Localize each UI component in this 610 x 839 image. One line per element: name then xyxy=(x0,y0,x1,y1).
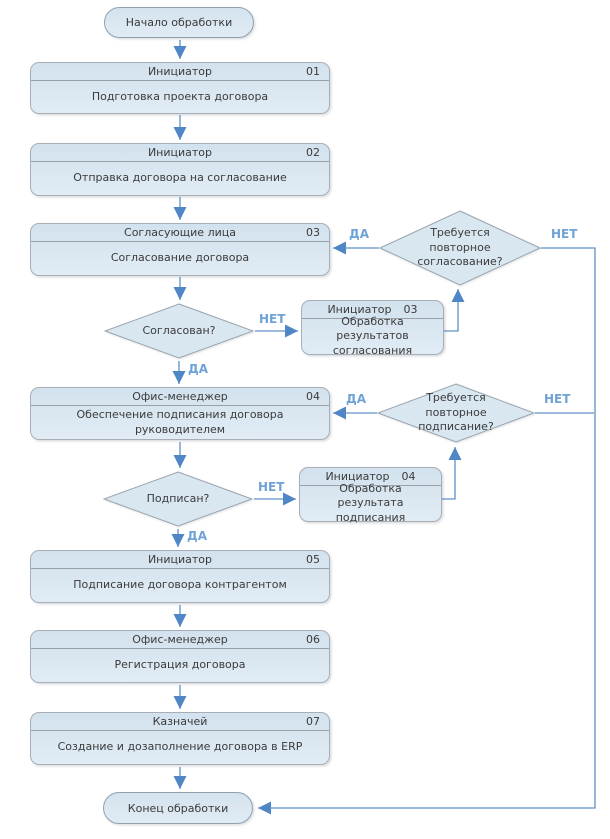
task-05-action: Подписание договора контрагентом xyxy=(73,578,287,592)
task-04-role: Офис-менеджер xyxy=(132,390,228,403)
edge-rework-signing-to-resigning xyxy=(442,447,462,500)
task-02: Инициатор 02 Отправка договора на соглас… xyxy=(30,143,330,196)
task-05-header: Инициатор 05 xyxy=(31,551,329,569)
task-02-action: Отправка договора на согласование xyxy=(73,171,287,185)
task-06-header: Офис-менеджер 06 xyxy=(31,631,329,649)
task-04: Офис-менеджер 04 Обеспечение подписания … xyxy=(30,387,330,440)
edge-label-yes-reapproval: ДА xyxy=(349,227,369,241)
edge-label-no-signed: НЕТ xyxy=(258,480,285,494)
task-06-action: Регистрация договора xyxy=(114,658,246,672)
decision-reapproval-shape xyxy=(379,210,541,286)
decision-approved-shape xyxy=(104,303,254,359)
task-06: Офис-менеджер 06 Регистрация договора xyxy=(30,630,330,683)
decision-signed: Подписан? xyxy=(103,471,253,527)
task-01-role: Инициатор xyxy=(147,65,213,78)
task-04-number: 04 xyxy=(306,390,320,403)
task-07-number: 07 xyxy=(306,715,320,728)
task-06-role: Офис-менеджер xyxy=(132,633,228,646)
decision-reapproval: Требуется повторное согласование? xyxy=(379,210,541,286)
task-04-action: Обеспечение подписания договора руководи… xyxy=(76,408,284,436)
task-01-header: Инициатор 01 xyxy=(31,63,329,81)
decision-signed-shape xyxy=(103,471,253,527)
end-node: Конец обработки xyxy=(103,792,253,824)
task-04-header: Офис-менеджер 04 xyxy=(31,388,329,406)
side-task-rework-signing-role: Инициатор xyxy=(325,470,390,483)
side-task-rework-approval-action: Обработка результатов согласования xyxy=(332,315,413,357)
side-task-rework-signing-header: Инициатор 04 xyxy=(300,468,441,486)
task-02-number: 02 xyxy=(306,146,320,159)
decision-signed-label: Подписан? xyxy=(146,491,210,505)
task-03-action: Согласование договора xyxy=(110,251,250,265)
side-task-rework-approval-number: 03 xyxy=(403,303,418,316)
edge-label-no-resigning: НЕТ xyxy=(544,392,571,406)
task-03: Согласующие лица 03 Согласование договор… xyxy=(30,223,330,276)
task-03-role: Согласующие лица xyxy=(124,226,236,239)
edge-rework-approval-to-reapproval xyxy=(444,289,465,332)
start-label: Начало обработки xyxy=(125,16,233,29)
edge-label-no-approved: НЕТ xyxy=(259,312,286,326)
task-07: Казначей 07 Создание и дозаполнение дого… xyxy=(30,712,330,765)
edge-label-no-reapproval: НЕТ xyxy=(551,227,578,241)
end-label: Конец обработки xyxy=(127,801,229,815)
task-02-role: Инициатор xyxy=(147,146,213,159)
task-05-role: Инициатор xyxy=(147,553,213,566)
side-task-rework-signing: Инициатор 04 Обработка результата подпис… xyxy=(299,467,442,524)
side-task-rework-signing-action: Обработка результата подписания xyxy=(335,482,406,524)
decision-reapproval-label: Требуется повторное согласование? xyxy=(417,225,503,269)
task-07-header: Казначей 07 xyxy=(31,713,329,731)
decision-approved-label: Согласован? xyxy=(142,323,216,337)
task-06-number: 06 xyxy=(306,633,320,646)
task-05-number: 05 xyxy=(306,553,320,566)
task-01-number: 01 xyxy=(306,65,320,78)
task-02-header: Инициатор 02 xyxy=(31,144,329,162)
task-01-action: Подготовка проекта договора xyxy=(91,89,269,103)
decision-resigning-label: Требуется повторное подписание? xyxy=(418,390,494,434)
task-03-header: Согласующие лица 03 xyxy=(31,224,329,242)
decision-resigning: Требуется повторное подписание? xyxy=(377,383,535,443)
task-05: Инициатор 05 Подписание договора контраг… xyxy=(30,550,330,603)
task-07-action: Создание и дозаполнение договора в ERP xyxy=(57,740,303,754)
task-07-role: Казначей xyxy=(152,715,208,728)
side-task-rework-approval: Инициатор 03 Обработка результатов согла… xyxy=(301,300,444,357)
side-task-rework-approval-role: Инициатор xyxy=(327,303,392,316)
decision-resigning-shape xyxy=(377,383,535,443)
edge-label-yes-signed: ДА xyxy=(187,529,207,543)
decision-approved: Согласован? xyxy=(104,303,254,359)
task-01: Инициатор 01 Подготовка проекта договора xyxy=(30,62,330,114)
task-03-number: 03 xyxy=(306,226,320,239)
start-node: Начало обработки xyxy=(104,7,254,38)
side-task-rework-approval-header: Инициатор 03 xyxy=(302,301,443,319)
edge-label-yes-resigning: ДА xyxy=(346,392,366,406)
edge-label-yes-approved: ДА xyxy=(188,362,208,376)
side-task-rework-signing-number: 04 xyxy=(401,470,416,483)
